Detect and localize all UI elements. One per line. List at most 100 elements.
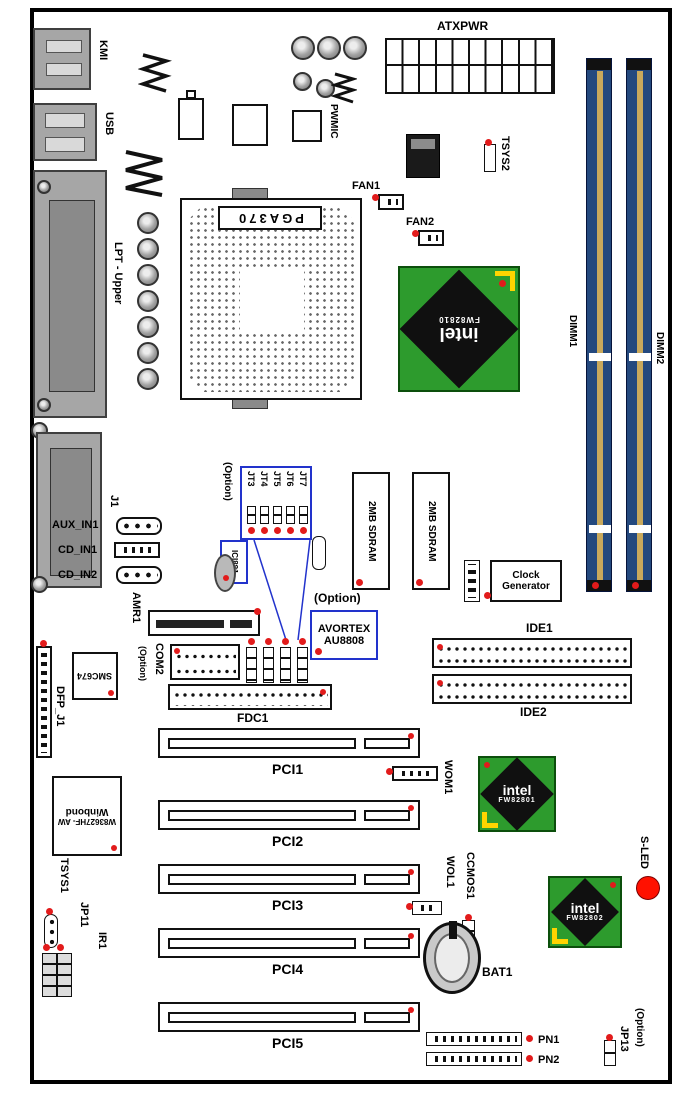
pwmic-label: PWMIC: [328, 104, 339, 139]
usb-port-slot: [45, 137, 85, 152]
kmi-label: KMI: [97, 40, 109, 61]
jt-pin1-dot: [248, 527, 255, 534]
wol1-label: WOL1: [444, 856, 456, 888]
jp13-label: JP13: [618, 1026, 630, 1052]
pga370-center: [240, 270, 304, 332]
tsys2-component: [484, 144, 496, 172]
pci5-label: PCI5: [272, 1035, 304, 1051]
winbond-brand: Winbond: [65, 806, 109, 817]
amr1-slot-key: [230, 620, 252, 628]
usb-port-slot: [45, 113, 85, 128]
highlight-mark-icon: [552, 928, 568, 944]
winbond-text: W83627HF- AW Winbond: [58, 806, 116, 826]
fw82801-chip: intel FW82801: [478, 756, 556, 832]
amr1-pin1-dot: [254, 608, 261, 615]
fw82802-chip: intel FW82802: [548, 876, 622, 948]
tsys2-pin1-dot: [485, 139, 492, 146]
jumper-pin1-dot: [282, 638, 289, 645]
dimm-key-notch: [629, 353, 651, 361]
wom1-pin1-dot: [386, 768, 393, 775]
lpt-screw-icon: [37, 180, 51, 194]
regulator-component: [178, 98, 204, 140]
fw82802-pin1-dot: [610, 882, 616, 888]
fw82801-text: intel FW82801: [480, 758, 554, 830]
ir1-pin1-dot: [43, 944, 50, 951]
pwmic-chip: [292, 110, 322, 142]
fdc1-label: FDC1: [237, 711, 269, 725]
ide1-connector: [432, 638, 632, 668]
pci-slot-key: [364, 810, 410, 821]
capacitor-icon: [293, 72, 312, 91]
dimm-key-notch: [589, 525, 611, 533]
fan2-connector: [418, 230, 444, 246]
kmi-port-slot: [46, 40, 82, 53]
pci2-slot: [158, 800, 420, 830]
highlight-mark-icon: [482, 812, 498, 828]
fan1-pin1-dot: [372, 194, 379, 201]
wom1-connector: [392, 766, 438, 781]
avortex-option-label: (Option): [314, 591, 361, 605]
jp11-connector: [44, 914, 58, 948]
wom1-label: WOM1: [442, 760, 454, 795]
jt5-jumper: [273, 506, 282, 524]
ici881-pin1-dot: [223, 575, 229, 581]
capacitor-icon: [137, 212, 159, 234]
pga370-marking-box: PGA370: [218, 206, 322, 230]
fw82801-part: FW82801: [498, 796, 536, 804]
ir1-label: IR1: [96, 932, 108, 950]
dimm2-label: DIMM2: [654, 332, 665, 365]
pci5-slot: [158, 1002, 420, 1032]
cd-in2-connector: [116, 566, 162, 584]
clock-generator-line1: Clock: [512, 570, 540, 581]
sdram1-pin1-dot: [356, 579, 363, 586]
capacitor-icon: [343, 36, 367, 60]
pga370-marking: PGA370: [236, 210, 304, 226]
inductor-icon: [125, 150, 163, 197]
pci1-label: PCI1: [272, 761, 304, 777]
mosfet-component: [406, 134, 440, 178]
pci3-slot: [158, 864, 420, 894]
clockgen-pin1-dot: [484, 592, 491, 599]
dfp-j1-connector: [36, 646, 52, 758]
pn1-label: PN1: [538, 1034, 560, 1046]
ir1-connector: [40, 952, 72, 998]
jumper-link-lines: [253, 539, 311, 641]
jt5-label: JT5: [272, 471, 282, 487]
pn2-label: PN2: [538, 1054, 560, 1066]
jumper-component: [297, 647, 308, 683]
capacitor-icon: [137, 368, 159, 390]
fw82810-chip: intel FW82810: [398, 266, 520, 392]
wol1-pin1-dot: [406, 903, 413, 910]
fw82802-brand: intel: [570, 899, 600, 916]
ir1-pin: [42, 964, 57, 975]
dimm1-slot: [586, 58, 612, 592]
pci3-label: PCI3: [272, 897, 304, 913]
jt-option-label: (Option): [222, 462, 233, 501]
pci1-slot: [158, 728, 420, 758]
ir1-pin1-dot: [57, 944, 64, 951]
jumper-component: [280, 647, 291, 683]
com2-label: COM2: [153, 643, 165, 675]
lpt-label: LPT - Upper: [112, 242, 124, 305]
regulator-component: [232, 104, 268, 146]
aux-in1-label: AUX_IN1: [52, 519, 99, 531]
pci-slot-key: [364, 938, 410, 949]
s-led-indicator: [636, 876, 660, 900]
ide2-pin1-dot: [437, 680, 443, 686]
kmi-port-slot: [46, 63, 82, 76]
fw82810-pin1-dot: [499, 280, 506, 287]
pn1-pin1-dot: [526, 1035, 533, 1042]
pci-pin1-dot: [408, 733, 414, 739]
inductor-icon: [331, 72, 357, 104]
jt7-jumper: [299, 506, 308, 524]
sdram1-chip: 2MB SDRAM: [352, 472, 390, 590]
jt4-label: JT4: [259, 471, 269, 487]
jt6-label: JT6: [285, 471, 295, 487]
dimm-clip: [627, 580, 651, 591]
clock-generator-box: Clock Generator: [490, 560, 562, 602]
pci-slot-key: [168, 738, 356, 749]
dimm2-slot: [626, 58, 652, 592]
fan2-pin1-dot: [412, 230, 419, 237]
capacitor-icon: [137, 264, 159, 286]
